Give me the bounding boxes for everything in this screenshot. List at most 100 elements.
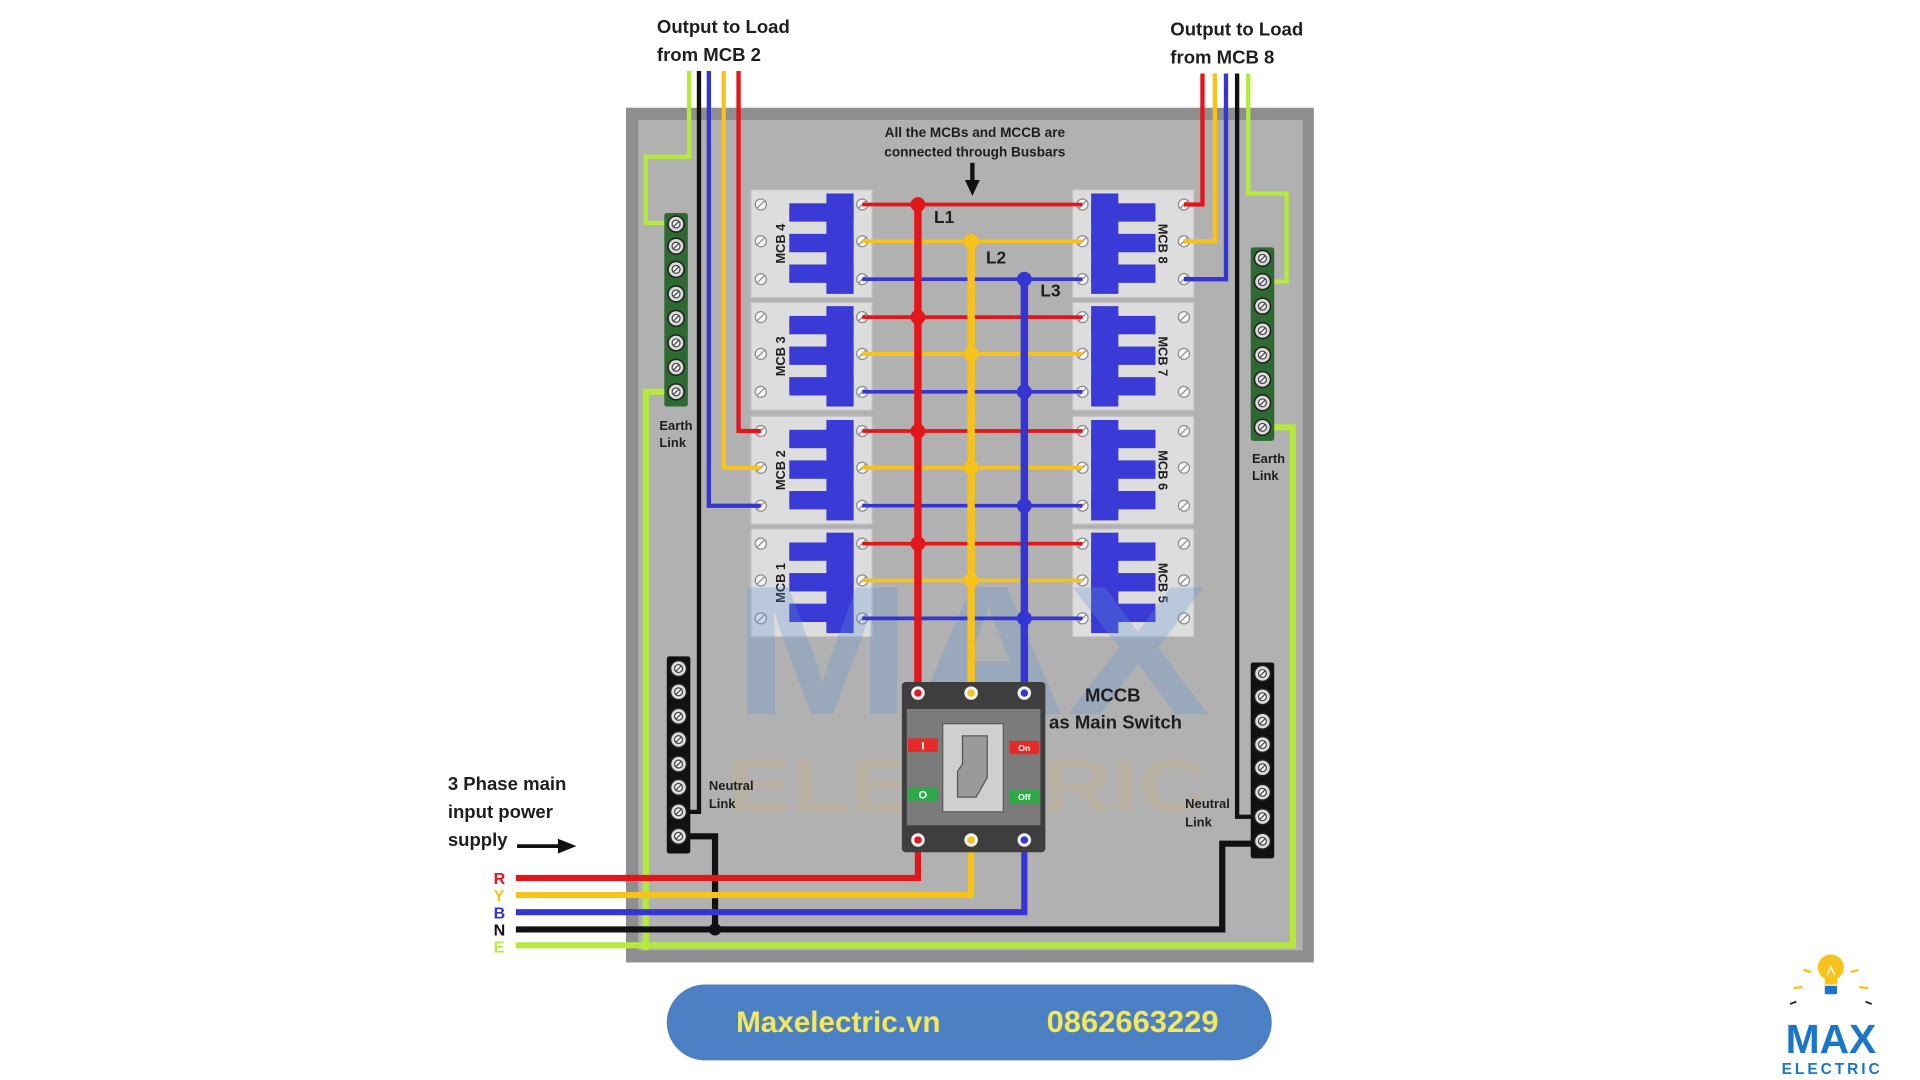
- mcb-label: MCB 4: [773, 223, 788, 264]
- earth-link-label-line1: Earth: [1252, 451, 1285, 466]
- terminal-screw: [669, 659, 688, 678]
- busbar-note-line2: connected through Busbars: [884, 145, 1065, 160]
- screw-slot: [1259, 693, 1266, 700]
- terminal-screw: [754, 537, 768, 550]
- mccb-off-indicator: [1009, 789, 1040, 804]
- screw-slot: [756, 350, 765, 358]
- arrow-down-icon: [964, 162, 980, 196]
- mccb-line-terminals: [911, 686, 1032, 700]
- mcb-label: MCB 2: [773, 450, 788, 490]
- comb-prong: [789, 203, 854, 222]
- screw-slot: [756, 576, 765, 585]
- supply-label: 3 Phase main input power supply: [448, 773, 577, 854]
- terminal-screw: [1253, 735, 1272, 754]
- yellow-phase-output-right: [1183, 73, 1218, 244]
- lightbulb-icon: [1789, 954, 1873, 1005]
- terminal-core-y: [967, 836, 975, 844]
- screw-slot: [1259, 764, 1266, 771]
- comb-prong: [1091, 315, 1156, 335]
- neutral-link-label-line1: Neutral: [1185, 796, 1230, 811]
- terminal-screw: [1177, 574, 1191, 587]
- mcb-toggle-comb: [1091, 420, 1156, 521]
- terminal-screw: [669, 707, 688, 726]
- terminal-screw: [667, 383, 685, 401]
- screw-slot: [672, 220, 680, 228]
- comb-prong: [1091, 264, 1156, 283]
- mcb-label: MCB 1: [773, 563, 788, 603]
- busbar-label-l1: L1: [934, 207, 955, 227]
- comb-prong: [789, 233, 854, 253]
- terminal-screw: [1253, 664, 1272, 683]
- screw-slot: [1180, 614, 1188, 623]
- busbar-label-l2: L2: [986, 247, 1006, 267]
- terminal-screw: [667, 260, 685, 279]
- screw-slot: [1259, 813, 1266, 820]
- terminal-screw: [667, 285, 685, 303]
- input-wire-y: [515, 842, 975, 899]
- comb-prong: [789, 573, 854, 592]
- neutral-link-label-left: Neutral Link: [709, 778, 754, 811]
- busbar-junction-dot: [963, 573, 979, 588]
- mccb-subtitle: as Main Switch: [1049, 712, 1182, 733]
- mccb-handle: [956, 735, 988, 798]
- supply-label-line3: supply: [448, 829, 509, 850]
- screw-slot: [675, 736, 682, 743]
- busbar-junction-dot: [1016, 611, 1032, 626]
- busbar-junction-dot: [910, 536, 926, 552]
- terminal-screw: [1177, 499, 1191, 512]
- terminal-screw: [754, 198, 768, 211]
- mcb-label: MCB 3: [773, 336, 788, 376]
- neutral-link-label-line2: Link: [1185, 815, 1212, 830]
- wire-labels: R Y B N E: [494, 871, 506, 956]
- wire-label-e: E: [494, 940, 505, 957]
- screw-slot: [1259, 376, 1266, 383]
- busbar-junction-dot: [910, 197, 926, 212]
- supply-label-line1: 3 Phase main: [448, 773, 567, 794]
- mcb-toggle-comb: [1091, 306, 1156, 407]
- screw-slot: [1180, 427, 1188, 435]
- terminal-screw: [667, 334, 685, 352]
- busbar-junction-dot: [963, 233, 979, 249]
- phone-text: 0862663229: [1047, 1004, 1219, 1039]
- mcb-toggle-comb: [789, 306, 854, 407]
- screw-slot: [756, 614, 765, 623]
- terminal-screw: [1253, 687, 1272, 706]
- link-bar: [666, 656, 691, 854]
- screw-slot: [756, 275, 765, 284]
- neutral-link-label-right: Neutral Link: [1185, 796, 1230, 829]
- terminal-screw: [669, 683, 688, 701]
- terminal-screw: [1253, 807, 1272, 826]
- earth-link-label-left: Earth Link: [659, 418, 692, 450]
- bulb-base: [1824, 985, 1838, 995]
- neutral-link-label-line1: Neutral: [709, 778, 754, 793]
- mcb-4: MCB 4: [750, 189, 873, 299]
- screw-slot: [756, 200, 765, 209]
- terminal-screw: [754, 385, 768, 398]
- busbar-note: All the MCBs and MCCB are connected thro…: [884, 125, 1066, 196]
- terminal-screw: [754, 612, 768, 625]
- comb-prong: [1091, 460, 1156, 479]
- screw-slot: [675, 808, 682, 815]
- terminal-screw: [669, 803, 688, 821]
- busbars: [862, 197, 1083, 694]
- terminal-screw: [1253, 832, 1272, 850]
- earth-link-right: [1250, 247, 1275, 441]
- screw-slot: [1259, 789, 1266, 796]
- screw-slot: [675, 833, 682, 840]
- mccb-on-symbol: I: [921, 740, 924, 752]
- comb-prong: [1091, 542, 1156, 561]
- red-phase-output-right: [1183, 73, 1205, 207]
- screw-slot: [1259, 424, 1266, 431]
- screw-slot: [672, 266, 680, 273]
- terminal-screw: [754, 311, 768, 324]
- busbar-label-l3: L3: [1040, 280, 1060, 300]
- mcb-8: MCB 8: [1071, 189, 1195, 299]
- terminal-screw: [1253, 418, 1272, 437]
- contact-banner: Maxelectric.vn 0862663229: [666, 984, 1272, 1061]
- mcb-5: MCB 5: [1071, 528, 1195, 638]
- earth-link-left: [664, 213, 688, 407]
- screw-slot: [1180, 275, 1188, 284]
- comb-prong: [1091, 573, 1156, 592]
